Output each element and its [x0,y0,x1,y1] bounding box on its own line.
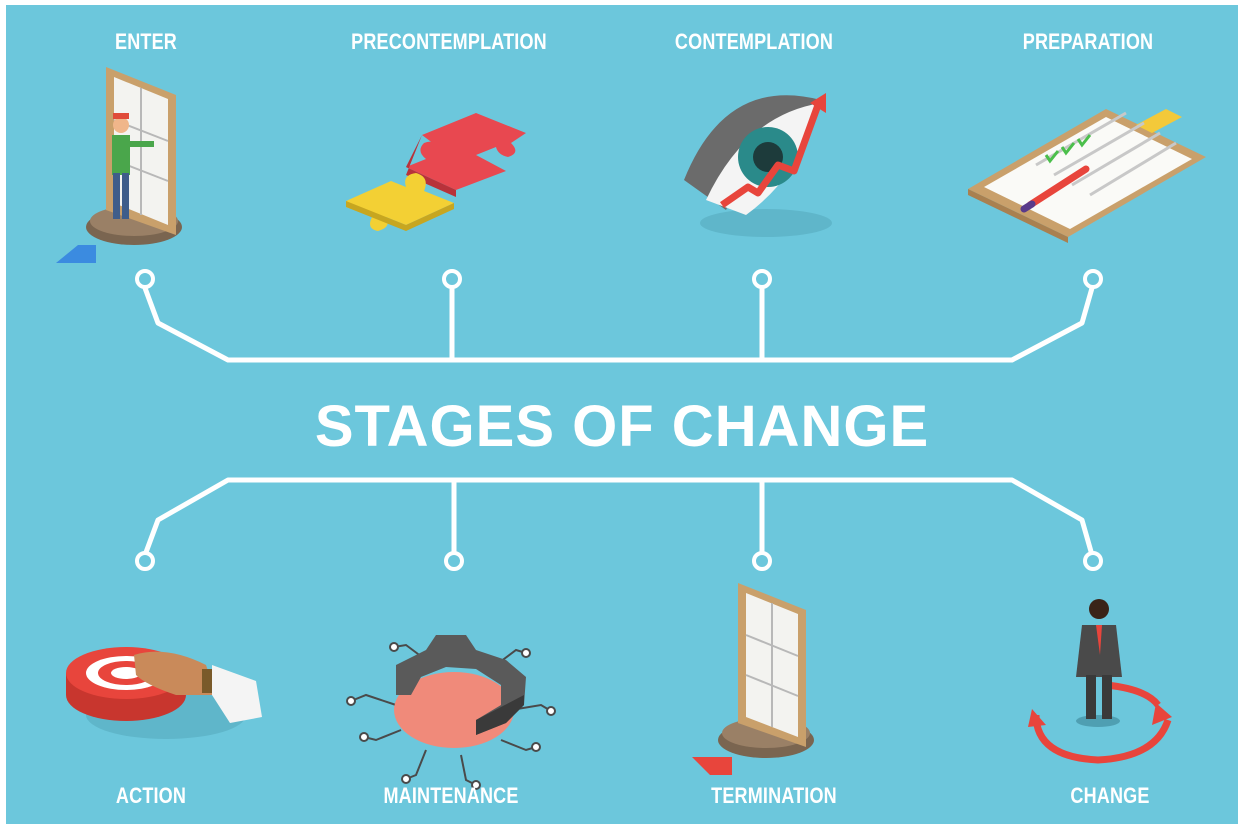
connector-lines [56,67,1206,790]
eye-with-arrow-icon [684,93,832,237]
diagram-canvas: ENTER PRECONTEMPLATION CONTEMPLATION PRE… [6,5,1238,824]
node-precontemplation [442,269,462,289]
stage-label-enter: ENTER [115,29,177,54]
person-at-door-icon [56,67,182,263]
stage-label-contemplation: CONTEMPLATION [674,29,834,54]
stage-label-preparation: PREPARATION [1022,29,1154,54]
diagram-title: STAGES OF CHANGE [314,394,930,459]
node-enter [135,269,155,289]
top-connector [142,285,1095,363]
hand-pressing-target-icon [66,647,262,739]
puzzle-pieces-icon [346,113,526,231]
gear-circuit-icon [346,635,556,790]
stage-label-maintenance: MAINTENANCE [383,783,519,808]
stage-label-change: CHANGE [1070,783,1150,808]
businessman-circular-arrows-icon [1028,599,1172,764]
checklist-clipboard-icon [968,109,1206,243]
node-maintenance [444,551,464,571]
node-contemplation [752,269,772,289]
node-termination [752,551,772,571]
door-exit-icon [692,583,814,775]
stage-label-termination: TERMINATION [711,783,837,808]
node-action [135,551,155,571]
bottom-connector [142,477,1095,558]
node-change [1083,551,1103,571]
stage-label-precontemplation: PRECONTEMPLATION [351,29,547,54]
node-preparation [1083,269,1103,289]
stage-label-action: ACTION [115,783,187,808]
